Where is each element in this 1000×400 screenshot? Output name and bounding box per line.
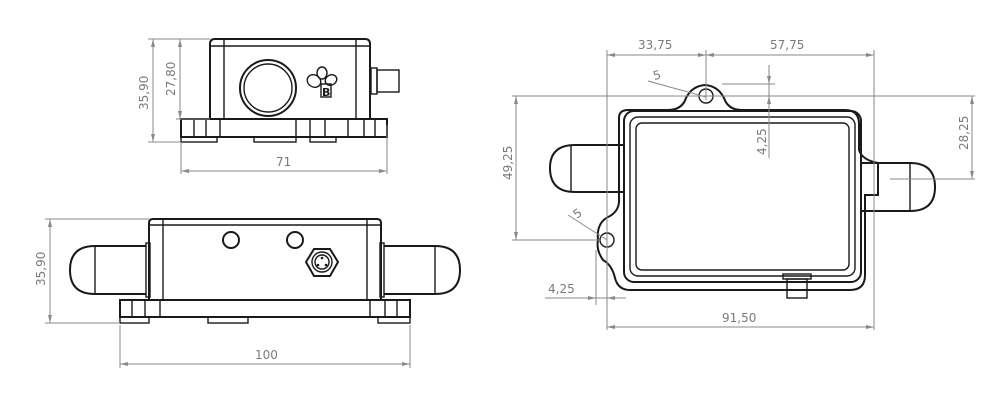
dim-side-base-width: 71 — [276, 155, 291, 169]
side-body-outline — [209, 38, 371, 118]
dim-hole-to-body-top: 4,25 — [755, 128, 769, 155]
led-hole-left — [222, 231, 240, 249]
side-view: B 35,90 27,80 71 — [137, 38, 400, 174]
dim-body-width: 91,50 — [722, 311, 756, 325]
side-connector — [370, 67, 378, 95]
front-base — [119, 299, 411, 318]
bottom-connector — [786, 278, 808, 299]
dim-side-overall-height: 35,90 — [137, 76, 151, 110]
probe-right — [384, 245, 462, 295]
m8-connector-icon — [304, 248, 340, 277]
dim-left-hole-vertical: 49,25 — [501, 146, 515, 180]
dim-hole-offset-right: 57,75 — [770, 38, 804, 52]
front-view: 35,90 100 — [34, 218, 462, 368]
bee-logo-icon: B — [306, 66, 338, 99]
side-base — [180, 118, 388, 138]
dim-hole-offset-left: 33,75 — [638, 38, 672, 52]
dim-front-base-width: 100 — [255, 348, 278, 362]
top-probe-left — [548, 144, 624, 193]
led-hole-right — [286, 231, 304, 249]
sensor-dome — [239, 59, 297, 117]
dim-left-hole-inset: 4,25 — [548, 282, 575, 296]
dim-hole-diameter-top: 5 — [651, 68, 662, 84]
dim-side-body-height: 27,80 — [164, 62, 178, 96]
probe-left — [68, 245, 146, 295]
dim-front-overall-height: 35,90 — [34, 252, 48, 286]
top-lid-outer — [623, 110, 862, 283]
svg-text:B: B — [322, 86, 330, 99]
dim-hole-diameter-left: 5 — [570, 206, 584, 222]
top-probe-right — [862, 162, 937, 212]
front-body-outline — [148, 218, 382, 300]
top-flange-outline — [596, 83, 879, 291]
dim-right-probe-offset: 28,25 — [957, 116, 971, 150]
top-view: 33,75 57,75 5 5 4,25 49,25 28,25 4,2 — [501, 38, 975, 330]
